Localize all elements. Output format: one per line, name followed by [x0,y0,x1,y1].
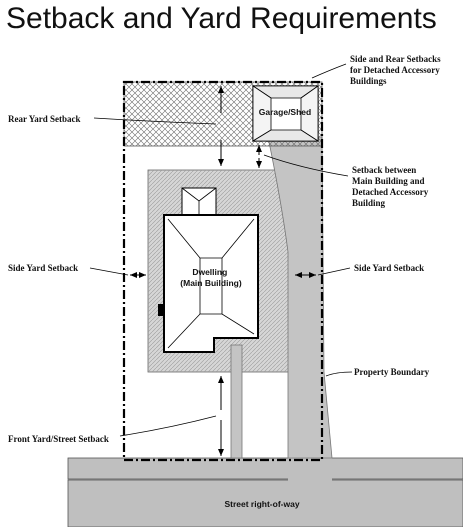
page-title: Setback and Yard Requirements [6,2,437,35]
driveway [230,136,333,459]
label-front-yard-setback: Front Yard/Street Setback [8,434,109,444]
label-street-right-of-way: Street right-of-way [224,499,299,509]
label-rear-yard-setback: Rear Yard Setback [8,114,81,124]
label-dwelling: Dwelling (Main Building) [180,267,242,288]
label-property-boundary: Property Boundary [354,367,430,377]
garage-shed [251,85,320,142]
property-boundary-line [122,80,324,462]
label-garage-shed: Garage/Shed [259,107,311,117]
dwelling [158,187,259,353]
label-side-rear-setbacks-detached: Side and Rear Setbacks for Detached Acce… [350,54,443,86]
label-setback-between-buildings: Setback between Main Building and Detach… [352,165,430,208]
street-right-of-way [67,456,463,527]
label-side-yard-setback-right: Side Yard Setback [354,263,424,273]
label-side-yard-setback-left: Side Yard Setback [8,263,78,273]
